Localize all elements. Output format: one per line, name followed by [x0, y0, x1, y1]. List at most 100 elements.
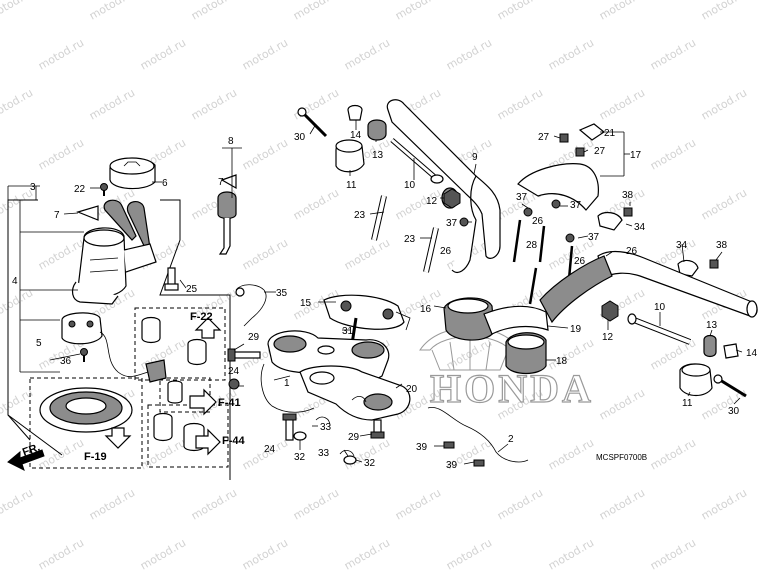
callout-18: 18 [556, 356, 568, 367]
callout-27b: 27 [594, 146, 606, 157]
watermark-text: motod.ru [0, 486, 35, 522]
callout-21: 21 [604, 128, 616, 139]
watermark-text: motod.ru [291, 86, 341, 122]
callout-34b: 34 [676, 240, 688, 251]
part-36-screw [80, 348, 88, 362]
callout-26b: 26 [532, 216, 544, 227]
callout-19: 19 [570, 324, 582, 335]
callout-33b: 33 [318, 448, 330, 459]
part-13-collar-right [703, 334, 717, 358]
callout-17: 17 [630, 150, 642, 161]
watermark-text: motod.ru [393, 0, 443, 23]
callout-9: 9 [472, 152, 478, 163]
handlebar-upper-bracket [517, 163, 599, 211]
watermark-text: motod.ru [546, 436, 596, 472]
watermark-text: motod.ru [87, 86, 137, 122]
callout-32b: 32 [364, 458, 376, 469]
watermark-text: motod.ru [495, 0, 545, 23]
callout-26d: 26 [626, 246, 638, 257]
callout-28: 28 [526, 240, 538, 251]
callout-36: 36 [60, 356, 72, 367]
watermark-text: motod.ru [189, 86, 239, 122]
watermark-text: motod.ru [597, 486, 647, 522]
reference-labels: F-22 F-41 F-44 F-19 [84, 311, 246, 463]
part-14-cap-top [347, 104, 363, 121]
part-7-wedge-b [220, 174, 237, 190]
ref-f44: F-44 [222, 435, 246, 447]
callout-32a: 32 [294, 452, 306, 463]
callout-11b: 11 [682, 398, 693, 409]
part-39-bolts [443, 441, 485, 467]
callout-37d: 37 [588, 232, 600, 243]
callout-7: 7 [54, 210, 60, 221]
f22-dashed-box [134, 307, 226, 381]
part-34-clamp-right [677, 259, 699, 277]
watermark-text: motod.ru [291, 0, 341, 23]
callout-39a: 39 [416, 442, 428, 453]
part-35-clip [235, 287, 245, 297]
honda-brand-mark: HONDA [430, 366, 594, 411]
callout-22: 22 [74, 184, 86, 195]
callout-37b: 37 [516, 192, 528, 203]
f41-dashed-box [159, 377, 211, 413]
ref-f19: F-19 [84, 451, 107, 463]
callout-38b: 38 [716, 240, 728, 251]
part-38-screw-top [623, 207, 633, 217]
callout-16: 16 [420, 304, 432, 315]
callout-3: 3 [30, 182, 36, 193]
part-22-screw [100, 183, 108, 196]
watermark-text: motod.ru [648, 136, 698, 172]
watermark-text: motod.ru [36, 536, 86, 572]
watermark-text: motod.ru [342, 36, 392, 72]
watermark-text: motod.ru [0, 86, 35, 122]
watermark-text: motod.ru [597, 386, 647, 422]
reference-arrows [104, 317, 222, 456]
callout-numbers: 3 4 5 36 22 6 7 8 7 25 35 30 11 14 13 10… [12, 128, 758, 471]
part-34-clamp-top [597, 211, 623, 231]
part-8-key [217, 191, 237, 255]
watermark-text: motod.ru [546, 536, 596, 572]
watermark-text: motod.ru [291, 186, 341, 222]
watermark-text: motod.ru [699, 486, 749, 522]
watermark-text: motod.ru [0, 0, 35, 23]
callout-26a: 26 [440, 246, 452, 257]
part-12-nut-top [443, 188, 461, 209]
watermark-text: motod.ru [342, 236, 392, 272]
watermark-text: motod.ru [699, 186, 749, 222]
callout-14b: 14 [746, 348, 758, 359]
callout-6: 6 [162, 178, 168, 189]
callout-24a: 24 [228, 366, 240, 377]
watermark-text: motod.ru [138, 536, 188, 572]
callout-30b: 30 [728, 406, 740, 417]
front-direction-label: FR. [21, 441, 42, 458]
watermark-text: motod.ru [444, 536, 494, 572]
part-13-collar-top [367, 119, 387, 141]
part-23-bolts [371, 195, 439, 273]
part-38-screw-right [709, 259, 719, 269]
watermark-text: motod.ru [597, 86, 647, 122]
callout-30: 30 [294, 132, 306, 143]
callout-24b: 24 [264, 444, 276, 455]
callout-38a: 38 [622, 190, 634, 201]
watermark-text: motod.ru [189, 486, 239, 522]
part-25-bolt [164, 267, 179, 291]
watermark-text: motod.ru [546, 36, 596, 72]
callout-12b: 12 [602, 332, 614, 343]
part-20-bottom-bridge [299, 365, 411, 421]
callout-34a: 34 [634, 222, 646, 233]
part-1-left-cable [260, 363, 315, 413]
callout-10b: 10 [654, 302, 666, 313]
f19-dashed-box [29, 377, 143, 469]
callout-12: 12 [426, 196, 438, 207]
part-10-rod-right [627, 313, 692, 345]
part-1-top-bridge [267, 330, 390, 382]
part-35-wire-band [235, 284, 267, 327]
part-7-wedge [76, 205, 99, 221]
callout-29a: 29 [248, 332, 260, 343]
part-11-weight-right [679, 363, 713, 397]
callout-15: 15 [300, 298, 312, 309]
callout-27a: 27 [538, 132, 550, 143]
callout-39b: 39 [446, 460, 458, 471]
